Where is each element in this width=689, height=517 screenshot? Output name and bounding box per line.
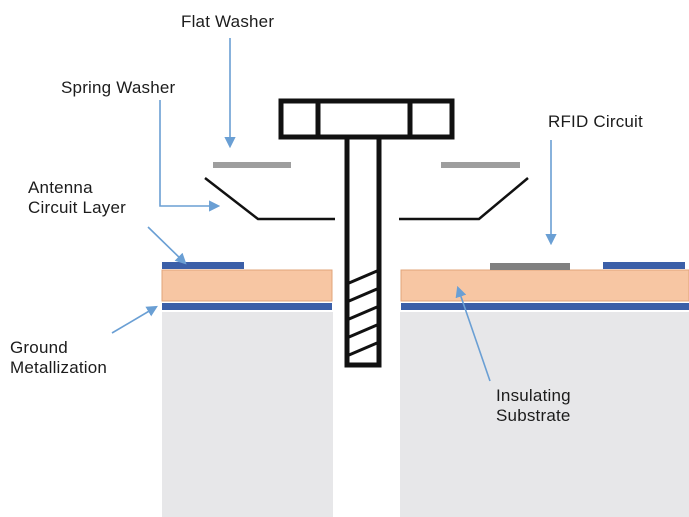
insulating-substrate-left [161, 269, 333, 302]
label-insulating-substrate-line1: Insulating [496, 386, 571, 405]
flat-washer-right [441, 162, 520, 168]
spring-washer-right [399, 177, 529, 221]
spring-washer-left [204, 177, 335, 221]
ground-metallization-left [162, 303, 332, 310]
label-ground-metallization-line2: Metallization [10, 358, 108, 377]
bolt-icon [278, 98, 455, 368]
label-spring-washer: Spring Washer [61, 78, 175, 98]
label-insulating-substrate: Insulating Substrate [496, 386, 571, 426]
label-antenna-circuit-layer-line1: Antenna [28, 178, 93, 197]
insulating-substrate-right [400, 269, 689, 302]
ground-metallization-right [401, 303, 689, 310]
flat-washer-left [213, 162, 291, 168]
base-block [162, 312, 689, 517]
label-flat-washer-text: Flat Washer [181, 12, 275, 31]
arrow-ground-metallization [111, 305, 158, 334]
label-insulating-substrate-line2: Substrate [496, 406, 571, 425]
rfid-circuit-chip [490, 263, 570, 270]
label-rfid-circuit: RFID Circuit [548, 112, 643, 132]
label-rfid-circuit-text: RFID Circuit [548, 112, 643, 131]
label-antenna-circuit-layer: Antenna Circuit Layer [28, 178, 126, 218]
label-ground-metallization-line1: Ground [10, 338, 68, 357]
label-flat-washer: Flat Washer [181, 12, 274, 32]
label-ground-metallization: Ground Metallization [10, 338, 107, 378]
arrow-antenna-circuit-layer [147, 226, 187, 265]
antenna-circuit-layer-left [162, 262, 244, 269]
arrow-spring-washer [159, 100, 221, 212]
bolt-thread [348, 269, 378, 357]
label-antenna-circuit-layer-line2: Circuit Layer [28, 198, 127, 217]
antenna-circuit-layer-right [603, 262, 685, 269]
arrow-insulating-substrate [455, 285, 491, 382]
bolt-head [278, 98, 455, 140]
arrow-icon [111, 38, 557, 382]
label-spring-washer-text: Spring Washer [61, 78, 176, 97]
